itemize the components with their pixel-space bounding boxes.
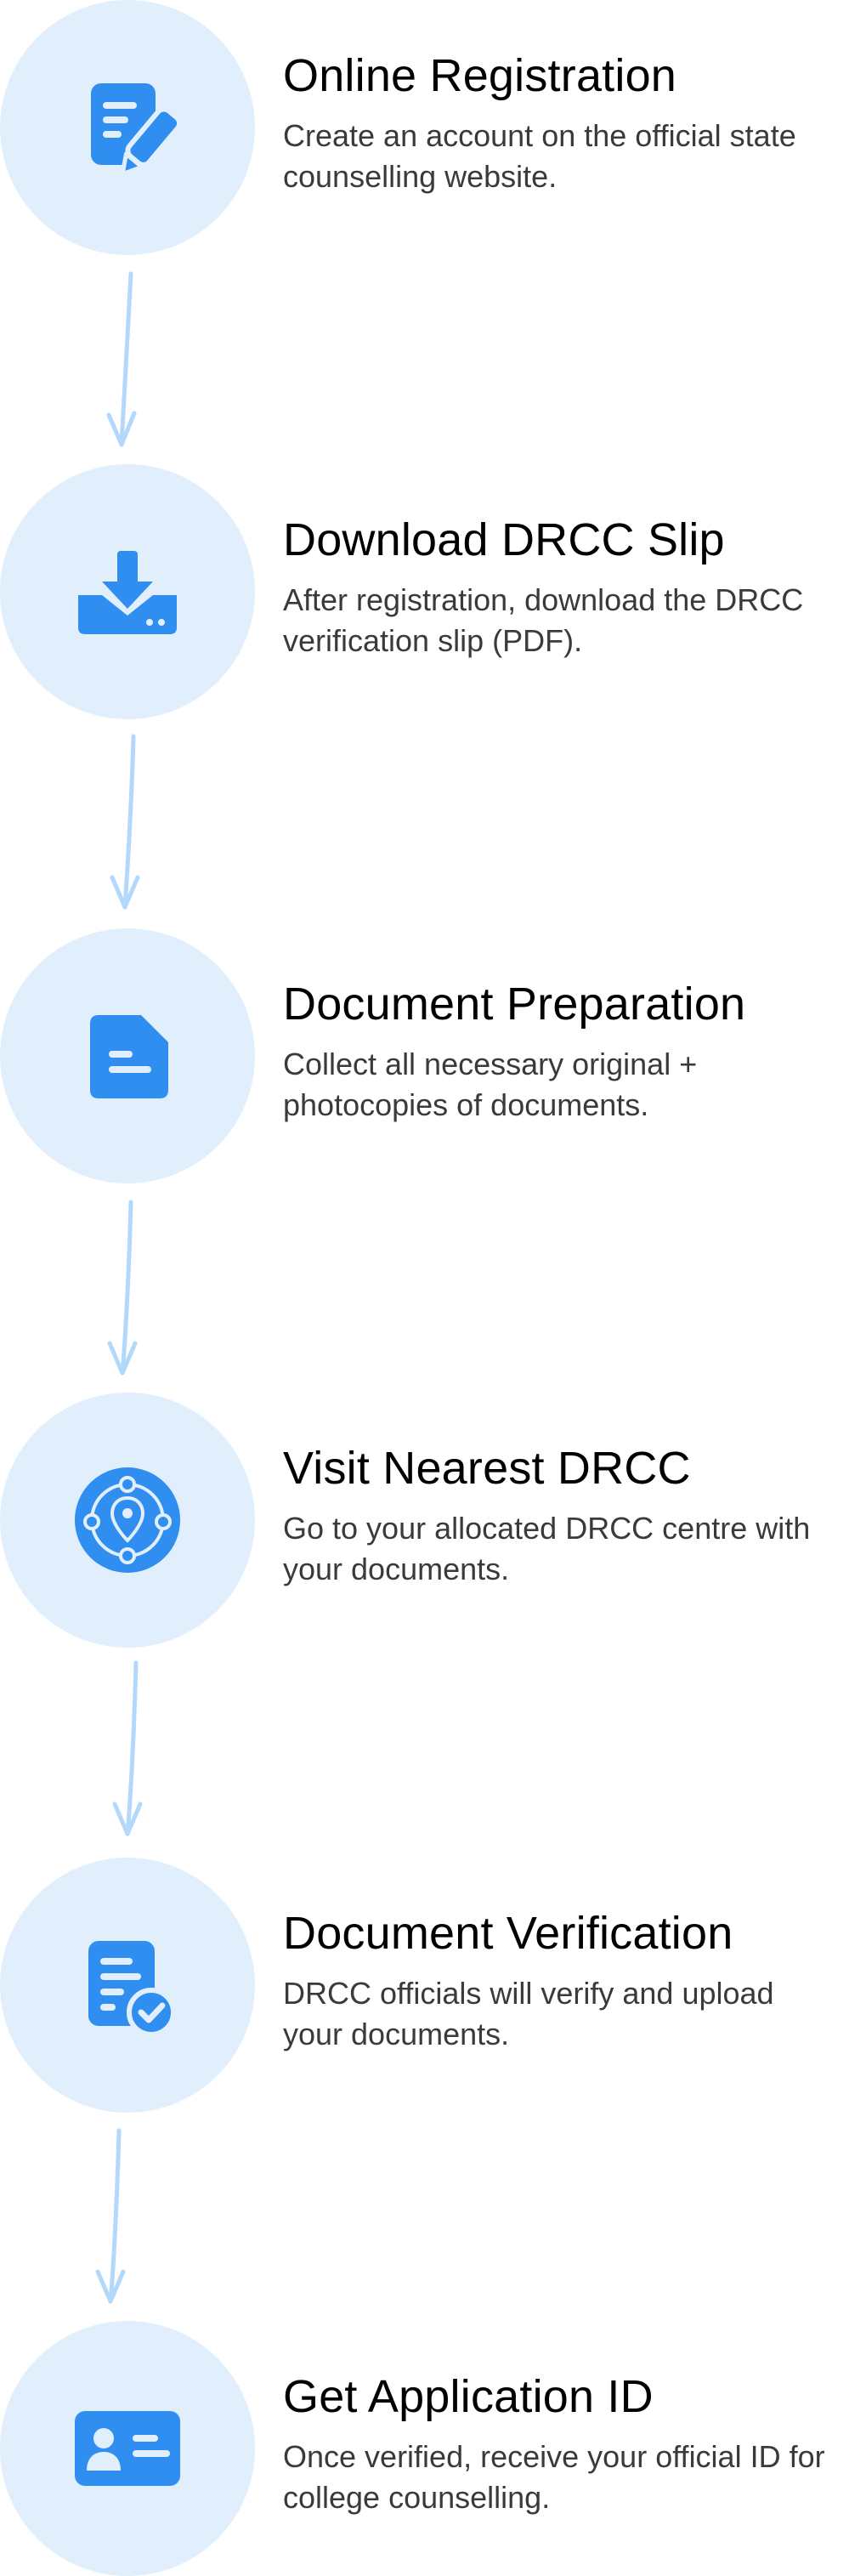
step-2-badge [0, 464, 255, 719]
document-icon [90, 1015, 168, 1098]
step-3-description: Collect all necessary original + photoco… [283, 1047, 698, 1122]
location-network-icon [75, 1467, 180, 1573]
step-3-badge [0, 928, 255, 1183]
arrow-1-to-2 [106, 271, 137, 447]
step-5-title: Document Verification [283, 1908, 733, 1959]
step-6: Get Application ID Once verified, receiv… [0, 2321, 849, 2576]
step-6-badge [0, 2321, 255, 2576]
step-4-badge [0, 1393, 255, 1648]
form-pencil-icon [91, 83, 183, 177]
step-5: Document Verification DRCC officials wil… [0, 1858, 849, 2113]
download-tray-icon [78, 551, 177, 634]
step-6-description: Once verified, receive your official ID … [283, 2439, 825, 2515]
step-6-title: Get Application ID [283, 2371, 654, 2422]
document-check-icon [88, 1941, 176, 2037]
step-4-title: Visit Nearest DRCC [283, 1443, 691, 1494]
step-5-description: DRCC officials will verify and upload yo… [283, 1976, 774, 2051]
step-1-description: Create an account on the official state … [283, 118, 796, 194]
step-2-description: After registration, download the DRCC ve… [283, 582, 804, 658]
step-4-description: Go to your allocated DRCC centre with yo… [283, 1511, 811, 1586]
arrow-5-to-6 [95, 2128, 126, 2304]
step-1: Online Registration Create an account on… [0, 0, 849, 255]
step-3-title: Document Preparation [283, 979, 746, 1030]
id-card-icon [75, 2411, 180, 2486]
step-1-badge [0, 0, 255, 255]
arrow-4-to-5 [112, 1660, 143, 1836]
step-1-title: Online Registration [283, 50, 677, 101]
step-2: Download DRCC Slip After registration, d… [0, 464, 849, 719]
arrow-2-to-3 [110, 734, 140, 910]
step-3: Document Preparation Collect all necessa… [0, 928, 849, 1183]
step-5-badge [0, 1858, 255, 2113]
step-4: Visit Nearest DRCC Go to your allocated … [0, 1393, 849, 1648]
step-2-title: Download DRCC Slip [283, 514, 725, 565]
arrow-3-to-4 [107, 1200, 138, 1376]
